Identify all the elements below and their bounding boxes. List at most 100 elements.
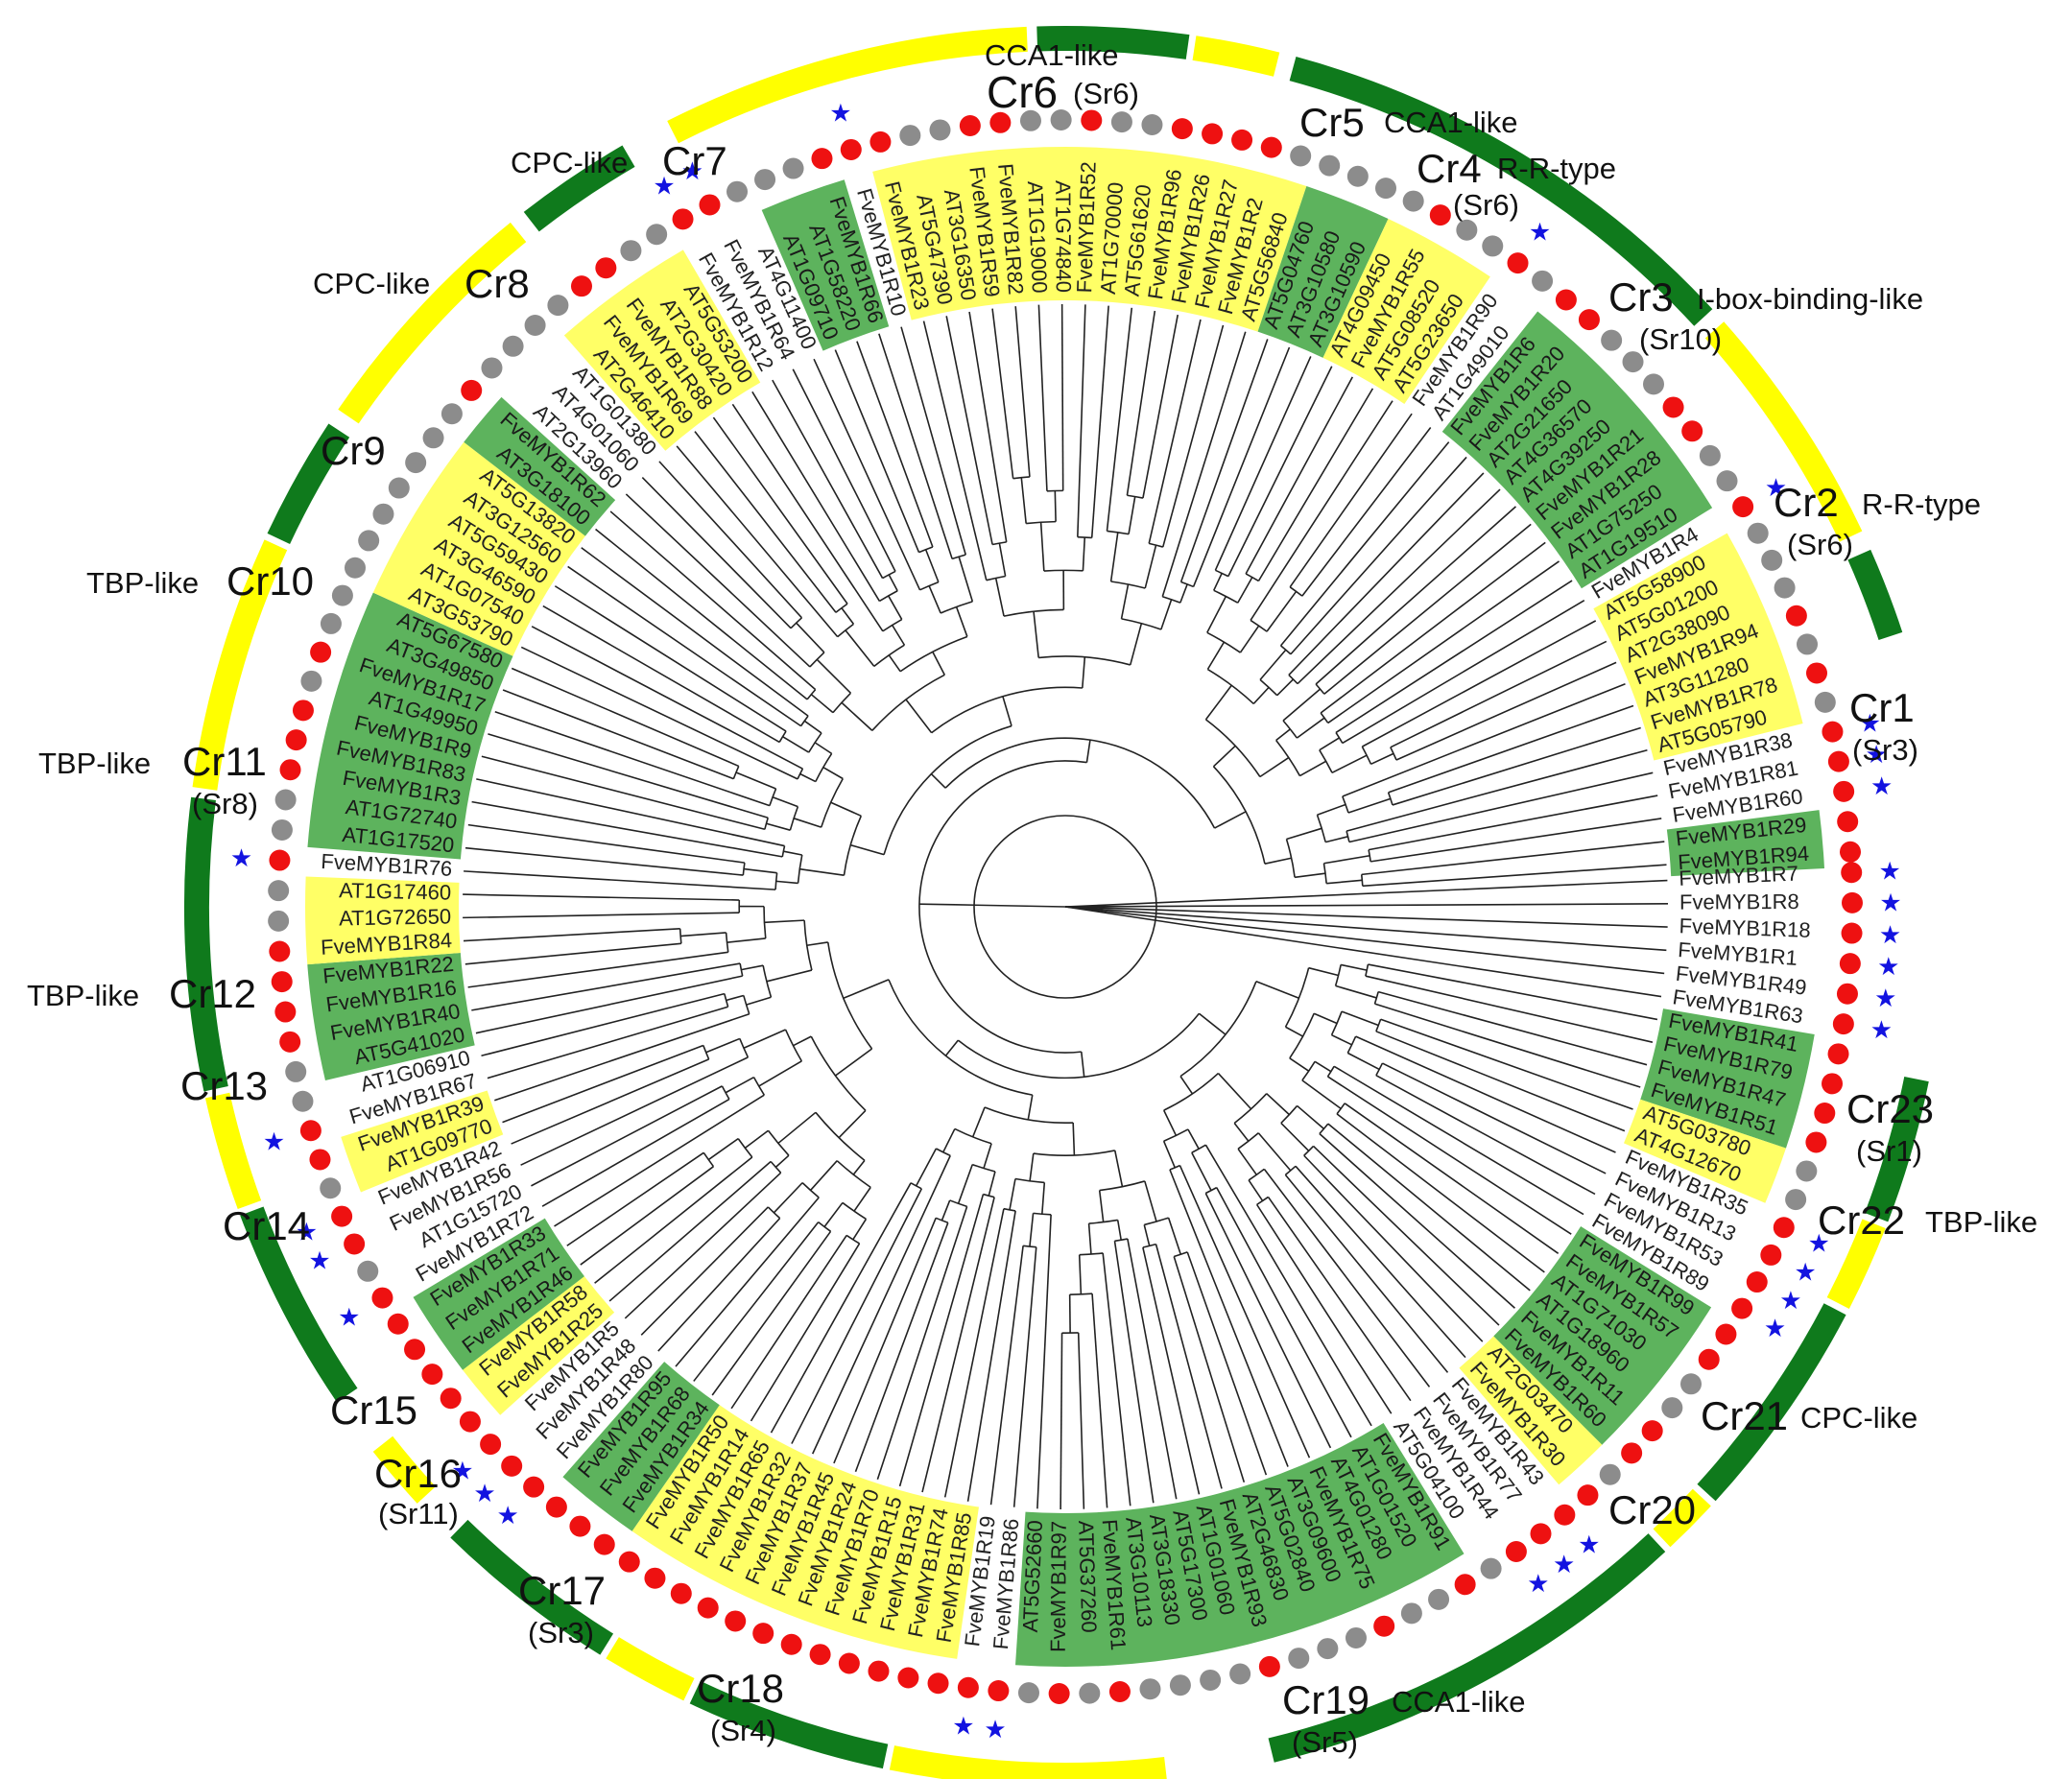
- tree-branch: [1323, 854, 1370, 865]
- tree-branch: [511, 1058, 709, 1145]
- tree-branch: [810, 694, 834, 714]
- tree-branch: [1213, 573, 1223, 591]
- clade-label-cr2: Cr2: [1774, 480, 1839, 525]
- strawberry-gene-dot: [1841, 891, 1863, 913]
- tree-branch: [898, 1194, 985, 1487]
- tree-branch: [932, 651, 946, 676]
- strawberry-gene-dot: [1731, 1297, 1753, 1319]
- tree-branch: [1346, 749, 1648, 832]
- tree-branch: [1313, 1012, 1338, 1025]
- clade-band-cr1: [1847, 549, 1903, 641]
- tree-branch: [1333, 1065, 1584, 1216]
- tree-branch: [1344, 1103, 1560, 1254]
- tree-branch: [475, 975, 743, 1034]
- tree-branch: [945, 316, 993, 545]
- leaf-label: FveMYB1R8: [1679, 890, 1799, 914]
- tree-branch: [746, 996, 772, 1006]
- tree-branch: [803, 920, 813, 971]
- tree-branch: [1373, 991, 1379, 1005]
- tree-branch: [1039, 522, 1045, 572]
- tree-branch: [751, 391, 881, 602]
- tree-branch: [680, 932, 726, 937]
- clade-subgroup-cr18: (Sr4): [710, 1714, 776, 1747]
- tree-branch: [1077, 535, 1092, 539]
- tree-branch: [989, 1245, 1024, 1506]
- clade-label-cr6: Cr6: [987, 67, 1058, 117]
- tree-branch: [581, 547, 809, 717]
- clade-category-cr4: R-R-type: [1497, 152, 1616, 185]
- tree-branch: [791, 1188, 923, 1444]
- arabidopsis-gene-dot: [929, 119, 951, 141]
- tree-branch: [852, 1159, 866, 1175]
- tree-branch: [944, 1039, 959, 1056]
- clade-label-cr1: Cr1: [1849, 685, 1915, 730]
- tree-branch: [1323, 523, 1532, 695]
- tree-branch: [1347, 797, 1392, 814]
- star-icon: ★: [338, 1302, 360, 1331]
- tree-branch: [936, 1148, 951, 1157]
- tree-branch: [789, 806, 799, 831]
- tree-branch: [658, 461, 803, 619]
- tree-branch: [777, 1111, 817, 1145]
- tree-branch: [1216, 1187, 1352, 1438]
- strawberry-gene-dot: [274, 1001, 297, 1023]
- clade-subgroup-cr6: (Sr6): [1073, 77, 1139, 110]
- arabidopsis-gene-dot: [1747, 522, 1769, 544]
- strawberry-gene-dot: [869, 130, 892, 153]
- arabidopsis-gene-dot: [524, 315, 546, 337]
- leaf-label: AT5G52660: [1018, 1520, 1047, 1633]
- strawberry-gene-dot: [1681, 420, 1703, 442]
- tree-branch: [1315, 506, 1517, 685]
- tree-branch: [834, 349, 920, 553]
- tree-branch: [541, 1098, 730, 1207]
- tree-branch: [1113, 1241, 1155, 1504]
- tree-branch: [1191, 1144, 1206, 1153]
- strawberry-gene-dot: [292, 700, 314, 722]
- tree-branch: [1144, 544, 1157, 589]
- tree-branch: [1327, 1076, 1572, 1235]
- tree-branch: [1342, 600, 1585, 745]
- arabidopsis-gene-dot: [1480, 1557, 1502, 1579]
- tree-branch: [957, 1164, 974, 1204]
- tree-branch: [782, 736, 810, 753]
- tree-branch: [1286, 827, 1322, 841]
- tree-branch: [971, 1106, 986, 1138]
- tree-branch: [919, 581, 940, 591]
- strawberry-gene-dot: [1231, 129, 1253, 151]
- clade-category-cr19: CCA1-like: [1392, 1685, 1526, 1719]
- arabidopsis-gene-dot: [441, 403, 463, 425]
- tree-branch: [464, 942, 681, 965]
- clade-band-cr13: [240, 1206, 358, 1403]
- arabidopsis-gene-dot: [1797, 633, 1819, 655]
- clade-label-cr12: Cr12: [169, 971, 256, 1016]
- green-clade-highlight: [1493, 1226, 1712, 1445]
- strawberry-gene-dot: [1530, 1523, 1552, 1545]
- tree-branch: [983, 1143, 992, 1169]
- tree-branch: [813, 358, 921, 591]
- tree-branch: [1072, 1123, 1076, 1156]
- tree-branch: [1064, 879, 1668, 908]
- tree-branch: [1289, 1057, 1310, 1072]
- tree-branch: [793, 818, 822, 828]
- tree-branch: [1027, 1094, 1034, 1120]
- strawberry-gene-dot: [310, 641, 332, 663]
- tree-branch: [888, 595, 903, 620]
- arabidopsis-gene-dot: [388, 477, 410, 499]
- tree-branch: [1082, 656, 1086, 689]
- clade-label-cr5: Cr5: [1299, 100, 1365, 145]
- arabidopsis-gene-dot: [481, 357, 503, 379]
- tree-branch: [1142, 1246, 1201, 1495]
- tree-branch: [1361, 841, 1665, 876]
- species-dots: [268, 109, 1863, 1704]
- star-icon: ★: [473, 1479, 495, 1507]
- tree-branch: [988, 1171, 996, 1197]
- tree-branch: [1077, 304, 1086, 537]
- tree-branch: [1395, 661, 1617, 761]
- strawberry-gene-dot: [1841, 862, 1863, 884]
- tree-branch: [463, 893, 740, 901]
- tree-branch: [1327, 560, 1560, 724]
- arabidopsis-gene-dot: [899, 125, 921, 147]
- arabidopsis-gene-dot: [782, 157, 804, 179]
- tree-branch: [1204, 1193, 1332, 1449]
- strawberry-gene-dot: [1578, 309, 1600, 331]
